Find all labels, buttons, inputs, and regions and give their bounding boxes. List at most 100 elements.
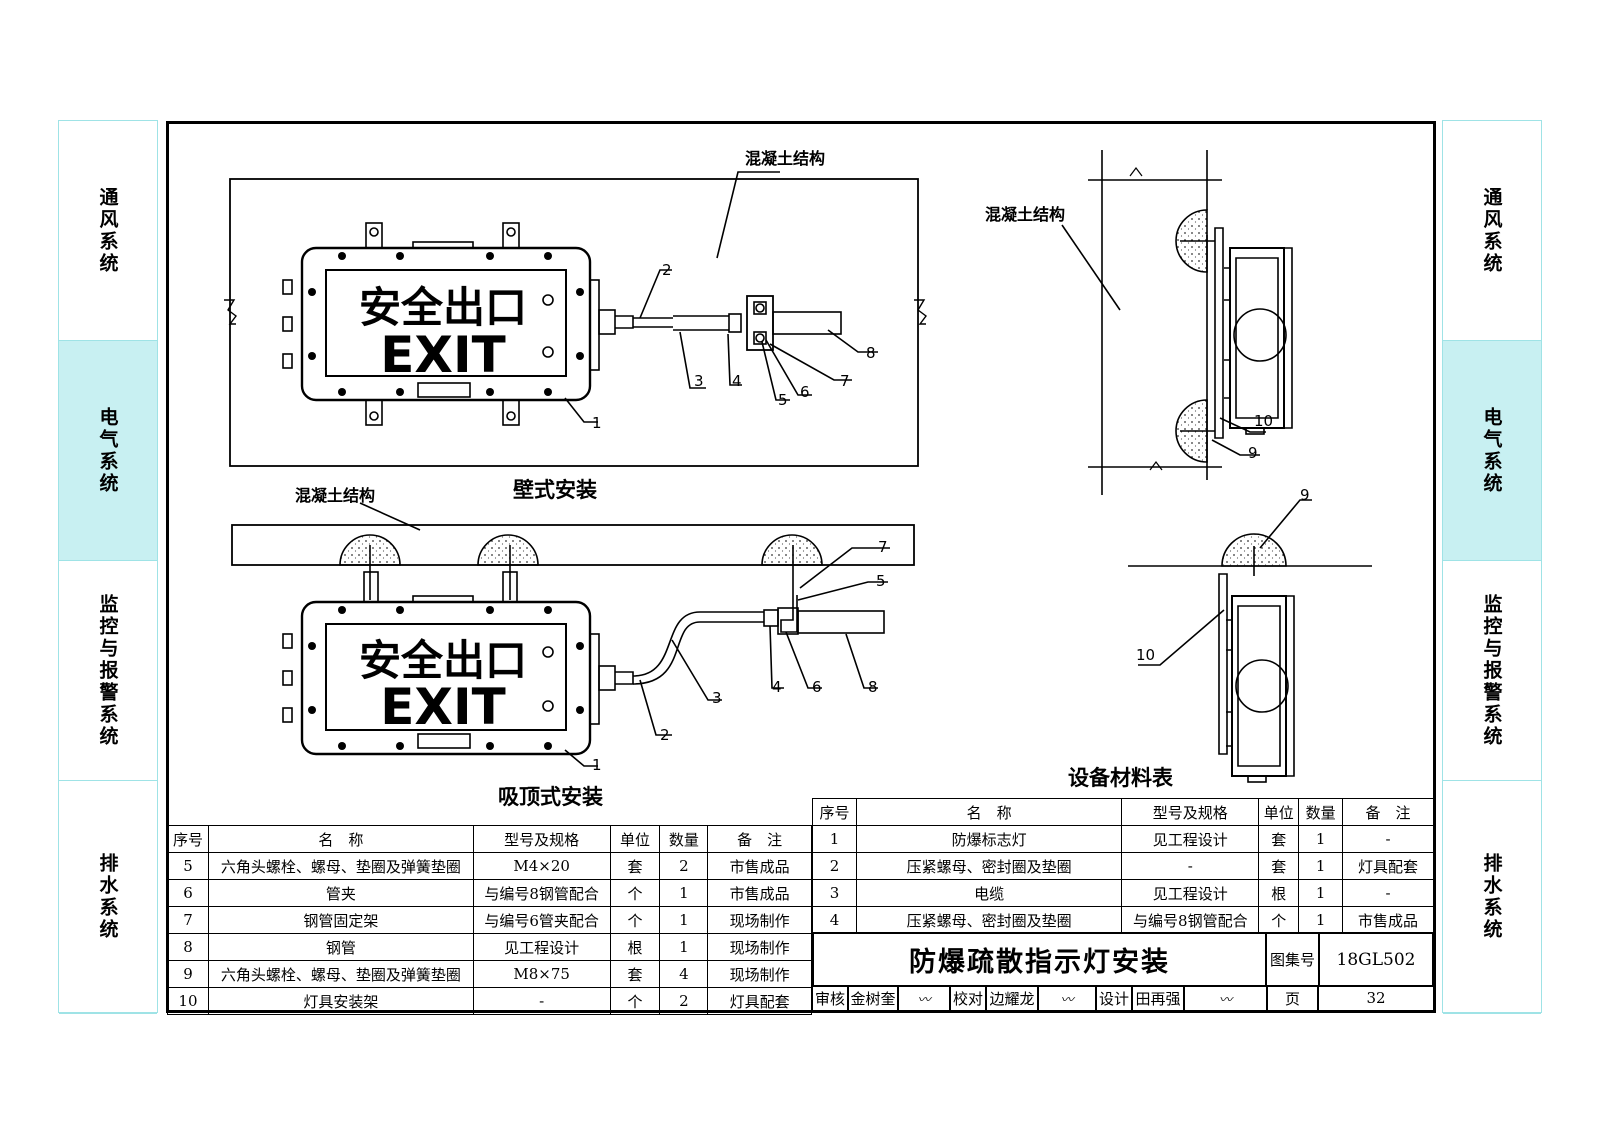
sidebar-section-label: 通风系统 <box>1480 186 1503 275</box>
table-cell: 1 <box>659 879 709 907</box>
wall-sign-en: EXIT <box>380 326 505 384</box>
wall-sign-cn: 安全出口 <box>359 283 527 332</box>
sidebar-section-2[interactable]: 监控与报警系统 <box>1443 561 1541 781</box>
table-cell: 灯具配套 <box>1342 852 1434 880</box>
sidebar-section-0[interactable]: 通风系统 <box>59 121 157 341</box>
table-cell: 1 <box>812 825 857 853</box>
table-cell: 电缆 <box>855 879 1123 907</box>
callout-number: 8 <box>866 344 876 362</box>
callout-number: 4 <box>732 372 742 390</box>
checker-name: 边耀龙 <box>986 985 1038 1011</box>
material-table-title: 设备材料表 <box>1068 766 1174 790</box>
table-cell: 套 <box>1258 852 1300 880</box>
table-cell: 钢管 <box>207 933 474 961</box>
left-sidebar: 通风系统电气系统监控与报警系统排水系统 <box>58 120 158 1014</box>
reviewer-signature: 〰 <box>898 985 950 1011</box>
review-label: 审核 <box>812 985 848 1011</box>
wall-mount-view <box>224 171 927 467</box>
table-cell: M4×20 <box>472 852 611 880</box>
table-cell: - <box>1342 879 1434 907</box>
table-cell: 5 <box>167 852 209 880</box>
table-cell: 1 <box>1298 825 1344 853</box>
table-cell: 市售成品 <box>1342 906 1434 934</box>
table-cell: 见工程设计 <box>1121 825 1260 853</box>
title-block-title: 防爆疏散指示灯安装 <box>812 932 1267 987</box>
callout-number: 2 <box>660 726 670 744</box>
table-cell: 现场制作 <box>707 906 812 934</box>
table-cell: 9 <box>167 960 209 988</box>
sidebar-section-label: 电气系统 <box>96 406 119 495</box>
table-cell: 压紧螺母、密封圈及垫圈 <box>855 852 1123 880</box>
table-cell: 8 <box>167 933 209 961</box>
table-header-row: 序号名 称型号及规格单位数量备 注 <box>812 798 1434 826</box>
table-cell: - <box>472 987 611 1015</box>
table-header-cell: 序号 <box>167 825 209 853</box>
wall-concrete-outline <box>229 178 919 467</box>
callout-number: 8 <box>868 678 878 696</box>
atlas-label: 图集号 <box>1265 932 1320 987</box>
table-cell: - <box>1342 825 1434 853</box>
table-cell: 1 <box>659 906 709 934</box>
callout-number: 6 <box>800 383 810 401</box>
table-header-cell: 数量 <box>659 825 709 853</box>
sidebar-section-label: 监控与报警系统 <box>96 593 119 748</box>
table-cell: 与编号6管夹配合 <box>472 906 611 934</box>
callout-number: 7 <box>840 372 850 390</box>
table-cell: 2 <box>812 852 857 880</box>
sidebar-section-0[interactable]: 通风系统 <box>1443 121 1541 341</box>
sidebar-section-label: 通风系统 <box>96 186 119 275</box>
check-label: 校对 <box>950 985 986 1011</box>
table-cell: 1 <box>1298 906 1344 934</box>
sidebar-section-2[interactable]: 监控与报警系统 <box>59 561 157 781</box>
ceiling-concrete-slab <box>231 524 915 566</box>
page-label: 页 <box>1267 985 1318 1011</box>
sidebar-section-1[interactable]: 电气系统 <box>59 341 157 561</box>
sidebar-section-3[interactable]: 排水系统 <box>59 781 157 1014</box>
callout-number: 4 <box>772 678 782 696</box>
table-cell: 防爆标志灯 <box>855 825 1123 853</box>
sidebar-section-1[interactable]: 电气系统 <box>1443 341 1541 561</box>
callout-number: 7 <box>878 538 888 556</box>
table-cell: 2 <box>659 852 709 880</box>
table-cell: 现场制作 <box>707 960 812 988</box>
table-cell: M8×75 <box>472 960 611 988</box>
callout-number: 10 <box>1136 646 1155 664</box>
table-header-cell: 备 注 <box>707 825 812 853</box>
ceiling-mount-view <box>231 502 915 767</box>
table-header-cell: 名 称 <box>855 798 1123 826</box>
table-header-cell: 序号 <box>812 798 857 826</box>
checker-signature: 〰 <box>1038 985 1096 1011</box>
designer-signature: 〰 <box>1184 985 1267 1011</box>
callout-number: 5 <box>778 391 788 409</box>
ceiling-sign-en: EXIT <box>380 678 505 736</box>
sidebar-section-3[interactable]: 排水系统 <box>1443 781 1541 1014</box>
table-cell: 个 <box>609 906 661 934</box>
table-cell: 7 <box>167 906 209 934</box>
table-cell: 个 <box>1258 906 1300 934</box>
table-header-cell: 备 注 <box>1342 798 1434 826</box>
right-sidebar: 通风系统电气系统监控与报警系统排水系统 <box>1442 120 1542 1014</box>
table-header-cell: 型号及规格 <box>1121 798 1260 826</box>
atlas-number: 18GL502 <box>1318 932 1434 987</box>
table-cell: 根 <box>1258 879 1300 907</box>
callout-number: 2 <box>662 261 672 279</box>
table-cell: 3 <box>812 879 857 907</box>
sidebar-section-label: 排水系统 <box>1480 853 1503 941</box>
table-cell: 2 <box>659 987 709 1015</box>
table-cell: 压紧螺母、密封圈及垫圈 <box>855 906 1123 934</box>
callout-number: 1 <box>592 756 602 774</box>
table-cell: 根 <box>609 933 661 961</box>
table-header-cell: 名 称 <box>207 825 474 853</box>
table-cell: 见工程设计 <box>1121 879 1260 907</box>
table-header-cell: 数量 <box>1298 798 1344 826</box>
table-cell: 见工程设计 <box>472 933 611 961</box>
side-concrete-label: 混凝土结构 <box>985 205 1065 224</box>
